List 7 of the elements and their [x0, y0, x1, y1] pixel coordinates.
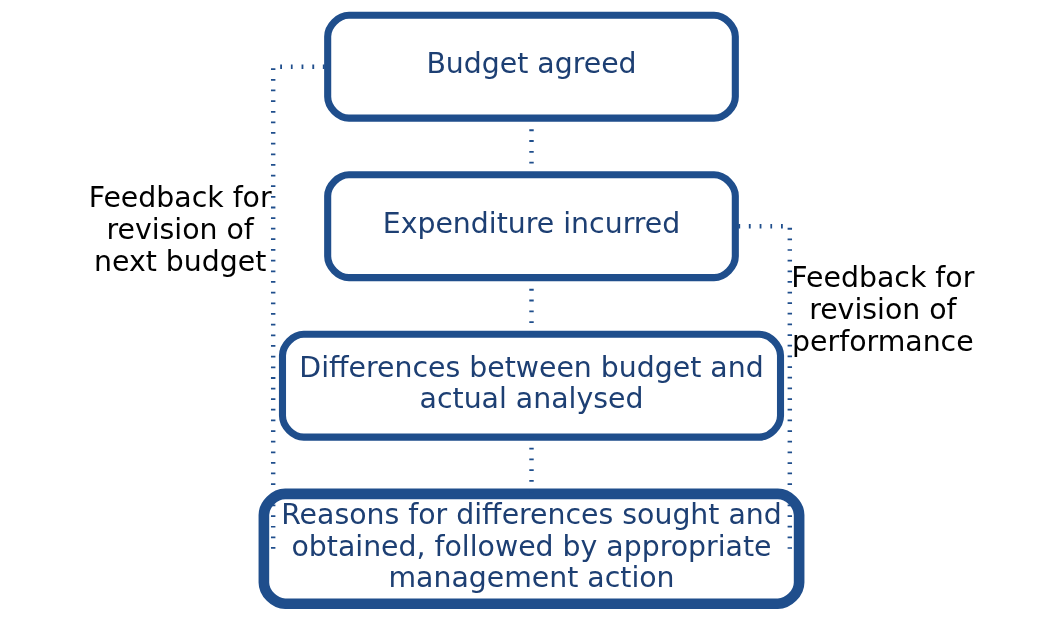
connector — [270, 64, 328, 549]
edge-label: Feedback for revision of performance — [790, 261, 974, 359]
node-box: Budget agreed — [323, 11, 739, 122]
node-box: Reasons for differences sought and obtained, followed by appropriate management action — [258, 488, 804, 610]
edge-label: Feedback for revision of next budget — [88, 181, 272, 279]
node-box: Differences between budget and actual analysed — [278, 330, 784, 441]
node-box: Expenditure incurred — [323, 171, 739, 282]
